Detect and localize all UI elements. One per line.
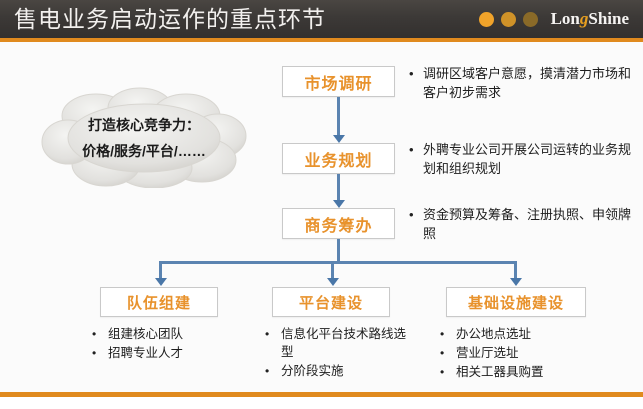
list-item: • 分阶段实施 (265, 362, 415, 380)
bullet-group-business-preparation: • 资金预算及筹备、注册执照、申领牌照 (409, 205, 637, 243)
connector-split-bus (159, 261, 517, 264)
logo-text-after: Shine (588, 9, 629, 28)
cloud-line-1: 打造核心竞争力： (88, 117, 200, 133)
list-item: • 相关工器具购置 (440, 363, 620, 381)
cloud-shape-icon (41, 87, 247, 188)
bullet-list-platform-construction: • 信息化平台技术路线选型 • 分阶段实施 (265, 325, 415, 381)
connector-planning-to-prepare (337, 174, 340, 200)
flow-box-platform-construction[interactable]: 平台建设 (272, 287, 390, 317)
bullet-list-team-building: • 组建核心团队 • 招聘专业人才 (92, 325, 242, 363)
list-item-label: 相关工器具购置 (456, 365, 544, 379)
list-item: • 信息化平台技术路线选型 (265, 325, 415, 361)
list-item-label: 信息化平台技术路线选型 (281, 327, 407, 359)
arrowhead-planning (332, 135, 345, 143)
flow-box-team-building[interactable]: 队伍组建 (100, 287, 218, 317)
logo-dot-3 (522, 11, 538, 27)
list-item: • 营业厅选址 (440, 344, 620, 362)
connector-drop-platform (331, 261, 334, 279)
slide-body: 打造核心竞争力： 价格/服务/平台/…… 市场调研 业务规划 商务筹办 队伍组建… (0, 42, 643, 397)
cloud-callout: 打造核心竞争力： 价格/服务/平台/…… (36, 86, 252, 188)
list-item-label: 组建核心团队 (108, 327, 184, 341)
cloud-line-2: 价格/服务/平台/…… (82, 143, 206, 159)
bullet-group-market-research: • 调研区域客户意愿，摸清潜力市场和客户初步需求 (409, 64, 637, 102)
flow-box-market-research[interactable]: 市场调研 (282, 66, 395, 97)
header-accent-stripe (0, 38, 643, 42)
bullet-marker: • (440, 346, 445, 360)
connector-market-to-planning (337, 97, 340, 135)
footer-accent-stripe (0, 392, 643, 397)
brand-logo: LongShine (478, 9, 629, 29)
list-item-label: 招聘专业人才 (108, 346, 184, 360)
bullet-list-infrastructure-construction: • 办公地点选址 • 营业厅选址 • 相关工器具购置 (440, 325, 620, 382)
list-item-label: 办公地点选址 (456, 327, 532, 341)
arrowhead-infra (509, 278, 522, 286)
slide-header: 售电业务启动运作的重点环节 LongShine (0, 0, 643, 38)
flow-box-business-planning[interactable]: 业务规划 (282, 143, 395, 174)
list-item: • 组建核心团队 (92, 325, 242, 343)
list-item-label: 营业厅选址 (456, 346, 519, 360)
arrowhead-team (154, 278, 167, 286)
bullet-marker: • (265, 327, 270, 341)
bullet-marker: • (440, 365, 445, 379)
bullet-group-business-planning: • 外聘专业公司开展公司运转的业务规划和组织规划 (409, 140, 637, 178)
logo-dot-2 (500, 11, 516, 27)
list-item: • 招聘专业人才 (92, 344, 242, 362)
list-item: • 办公地点选址 (440, 325, 620, 343)
connector-drop-team (159, 261, 162, 279)
connector-prepare-trunk (337, 239, 340, 261)
arrowhead-platform (326, 278, 339, 286)
arrowhead-prepare (332, 200, 345, 208)
bullet-marker: • (409, 207, 414, 222)
cloud-text: 打造核心竞争力： 价格/服务/平台/…… (36, 112, 252, 164)
list-item-label: 分阶段实施 (281, 364, 344, 378)
bullet-marker: • (265, 364, 270, 378)
bullet-marker: • (440, 327, 445, 341)
bullet-text-business-preparation: 资金预算及筹备、注册执照、申领牌照 (423, 207, 632, 241)
bullet-marker: • (409, 66, 414, 81)
page-title: 售电业务启动运作的重点环节 (14, 6, 326, 32)
logo-text-before: Lon (550, 9, 580, 28)
bullet-text-market-research: 调研区域客户意愿，摸清潜力市场和客户初步需求 (423, 66, 632, 100)
flow-box-business-preparation[interactable]: 商务筹办 (282, 208, 395, 239)
logo-wordmark: LongShine (551, 9, 629, 29)
connector-drop-infra (514, 261, 517, 279)
bullet-marker: • (92, 327, 97, 341)
bullet-marker: • (92, 346, 97, 360)
bullet-marker: • (409, 142, 414, 157)
logo-dot-1 (478, 11, 494, 27)
bullet-text-business-planning: 外聘专业公司开展公司运转的业务规划和组织规划 (423, 142, 632, 176)
flow-box-infrastructure-construction[interactable]: 基础设施建设 (446, 287, 586, 317)
logo-accent-letter: g (579, 9, 589, 28)
